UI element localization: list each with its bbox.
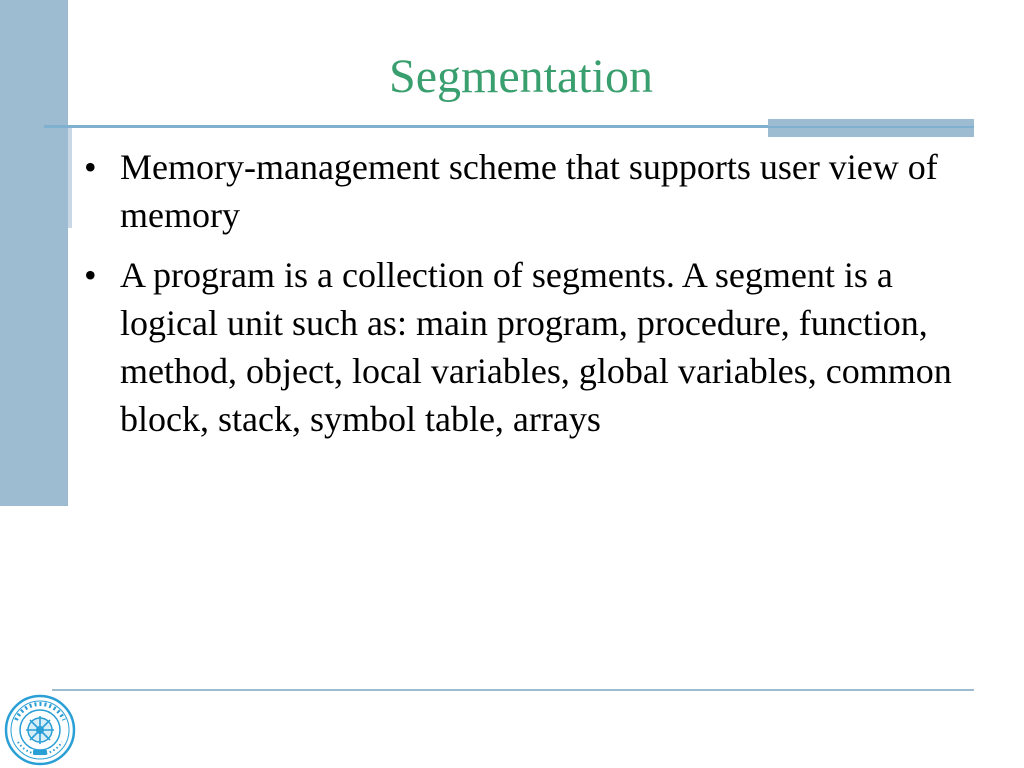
title-underline-accent-line — [768, 126, 974, 128]
bullet-text: Memory-management scheme that supports u… — [120, 147, 938, 235]
title-underline — [44, 125, 974, 128]
slide-title: Segmentation — [389, 50, 653, 103]
bullet-icon: • — [84, 255, 97, 295]
university-seal-icon — [0, 692, 80, 768]
bullet-list: • Memory-management scheme that supports… — [84, 143, 974, 455]
university-seal-graphic — [4, 694, 76, 766]
footer-rule — [52, 689, 974, 691]
left-accent-bar — [0, 0, 68, 506]
bullet-item: • A program is a collection of segments.… — [84, 251, 974, 443]
left-accent-edge — [68, 128, 72, 228]
bullet-text: A program is a collection of segments. A… — [120, 255, 952, 439]
title-underline-accent-block — [768, 119, 974, 137]
bullet-item: • Memory-management scheme that supports… — [84, 143, 974, 239]
bullet-icon: • — [84, 147, 97, 187]
